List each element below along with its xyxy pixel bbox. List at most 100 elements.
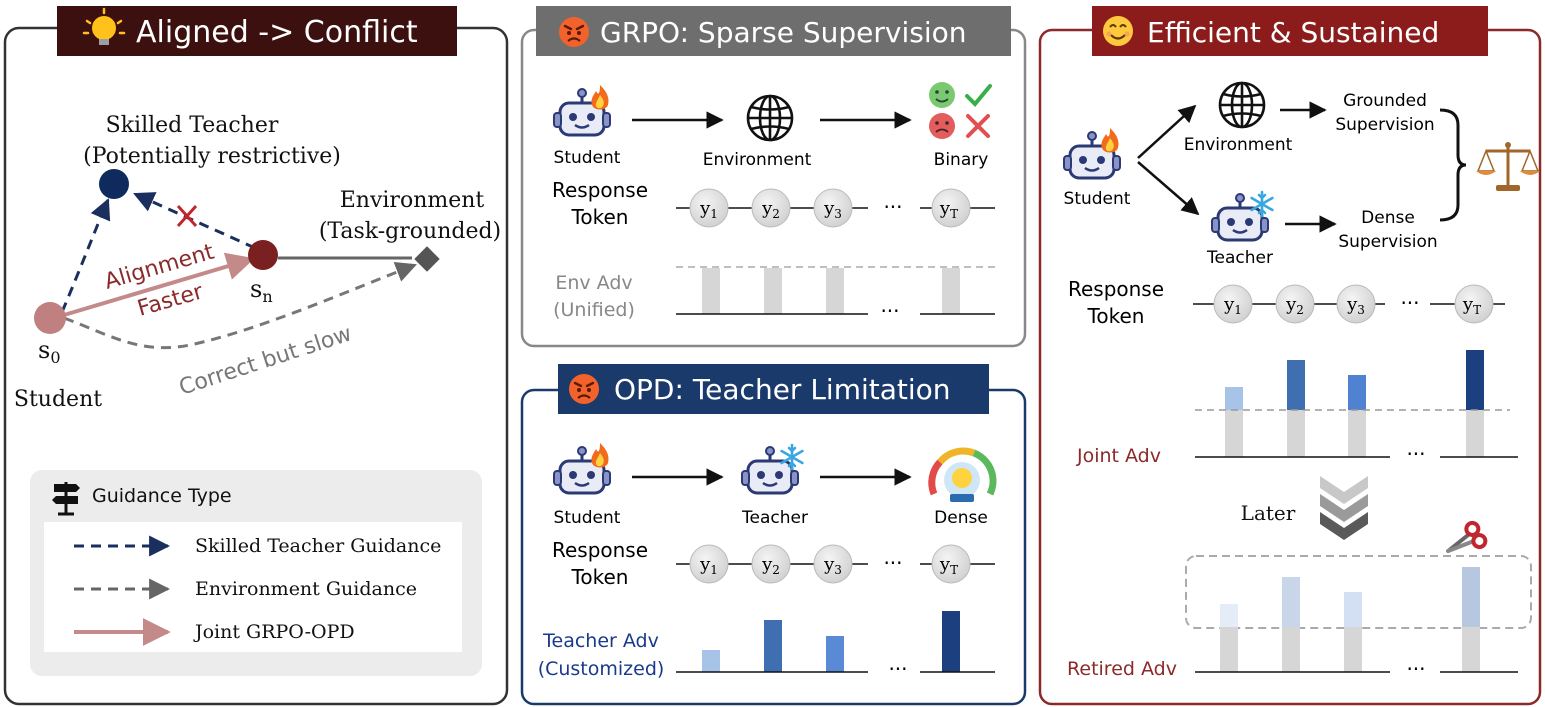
legend: Guidance Type Skilled Teacher Guidance E… [30, 470, 482, 676]
token-label: y1 [1223, 294, 1242, 317]
retired-teacher-bar [1344, 592, 1362, 627]
opd-tokens: y1 y2 y3 ··· yT [689, 544, 971, 584]
teacher-label: Skilled Teacher [106, 113, 279, 138]
grpo-adv-label: Env Adv [555, 272, 632, 294]
legend-item-teacher: Skilled Teacher Guidance [195, 535, 441, 557]
legend-item-environment: Environment Guidance [195, 578, 417, 600]
grpo-adv-bar [942, 268, 960, 314]
token-circle [751, 188, 791, 228]
joint-teacher-bar [1287, 360, 1305, 410]
opd-title-bar [558, 364, 989, 414]
opd-adv-bar [826, 636, 844, 672]
panel3-token-label: Token [1087, 304, 1145, 328]
token-circle [751, 544, 791, 584]
token-circle [1213, 284, 1253, 324]
grounded-label: Grounded [1343, 91, 1427, 111]
angry-face-icon [567, 372, 601, 406]
grpo-response-label: Response [552, 178, 648, 202]
retired-env-bar [1282, 627, 1300, 672]
joint-path [63, 252, 255, 317]
token-label: y3 [823, 198, 842, 221]
later-label: Later [1241, 501, 1296, 525]
token-circle [813, 544, 853, 584]
token-ellipsis: ··· [1400, 291, 1419, 315]
panel-grpo: GRPO: Sparse Supervision Student Environ… [520, 6, 1027, 348]
token-label: yT [939, 554, 958, 577]
grpo-title: GRPO: Sparse Supervision [600, 16, 966, 49]
teacher-sublabel: (Potentially restrictive) [83, 144, 341, 169]
panel3-title-bar [1092, 6, 1488, 56]
environment-guidance-path [63, 261, 417, 350]
token-label: y3 [1346, 294, 1365, 317]
token-circle [813, 188, 853, 228]
grpo-tokens: y1 y2 y3 ··· yT [689, 188, 971, 228]
token-label: y3 [823, 554, 842, 577]
token-label: yT [939, 198, 958, 221]
conflict-cross-icon [176, 204, 198, 228]
opd-teacher-label: Teacher [741, 508, 808, 528]
grpo-adv-sublabel: (Unified) [553, 299, 635, 321]
retired-teacher-bar [1220, 604, 1238, 627]
retired-env-bar [1220, 627, 1238, 672]
signpost-icon [52, 482, 80, 516]
retired-adv-label: Retired Adv [1067, 658, 1177, 680]
joint-teacher-bar [1348, 375, 1366, 410]
joint-adv-ellipsis: ··· [1406, 442, 1425, 466]
teacher-guidance-path-from-sn [133, 192, 256, 250]
retired-adv-ellipsis: ··· [1406, 657, 1425, 681]
panel3-tokens: y1 y2 y3 ··· yT [1213, 284, 1494, 324]
student-to-teacher-arrow [1137, 161, 1200, 216]
grpo-title-bar [536, 6, 1011, 56]
globe-icon [746, 94, 794, 142]
token-ellipsis: ··· [883, 551, 902, 575]
panel-efficient-sustained: Efficient & Sustained Student Environmen… [1038, 6, 1542, 706]
grpo-student-label: Student [554, 148, 621, 168]
legend-title: Guidance Type [92, 485, 232, 507]
bulb-icon [82, 7, 126, 45]
sn-label: sn [250, 275, 273, 306]
token-label: y2 [761, 198, 780, 221]
combine-brace [1439, 108, 1467, 222]
environment-sublabel: (Task-grounded) [319, 219, 501, 244]
opd-response-label: Response [552, 538, 648, 562]
grpo-token-label: Token [571, 205, 629, 229]
token-circle [931, 188, 971, 228]
opd-adv-ellipsis: ··· [888, 657, 907, 681]
balance-scale-icon [1476, 142, 1540, 191]
token-circle [689, 188, 729, 228]
opd-adv-bar [942, 611, 960, 672]
opd-student-label: Student [554, 508, 621, 528]
retired-region [1185, 555, 1532, 629]
student-node [34, 302, 66, 334]
s0-label: s0 [38, 336, 61, 367]
joint-teacher-bar [1225, 387, 1243, 410]
panel3-title: Efficient & Sustained [1147, 16, 1439, 49]
token-label: y1 [699, 554, 718, 577]
grpo-adv-bar [702, 268, 720, 314]
student-to-env-arrow [1137, 104, 1197, 159]
token-circle [1275, 284, 1315, 324]
opd-adv-sublabel: (Customized) [538, 658, 665, 680]
token-circle [1336, 284, 1376, 324]
legend-item-joint: Joint GRPO-OPD [193, 621, 355, 643]
globe-icon [1218, 81, 1266, 129]
opd-dense-label: Dense [934, 508, 988, 528]
environment-label: Environment [340, 188, 485, 213]
panel3-response-label: Response [1068, 277, 1164, 301]
panel1-title: Aligned -> Conflict [136, 15, 418, 50]
token-circle [931, 544, 971, 584]
token-ellipsis: ··· [883, 195, 902, 219]
opd-adv-bar [764, 620, 782, 672]
token-label: y1 [699, 198, 718, 221]
opd-title: OPD: Teacher Limitation [614, 373, 951, 406]
grpo-adv-ellipsis: ··· [880, 299, 899, 323]
teacher-node [99, 169, 129, 199]
retired-env-bar [1462, 627, 1480, 672]
retired-teacher-bar [1462, 567, 1480, 627]
opd-token-label: Token [571, 565, 629, 589]
binary-reward-icon [929, 82, 992, 139]
dense-sublabel: Supervision [1338, 232, 1437, 252]
retired-env-bar [1344, 627, 1362, 672]
environment-node [414, 246, 440, 272]
